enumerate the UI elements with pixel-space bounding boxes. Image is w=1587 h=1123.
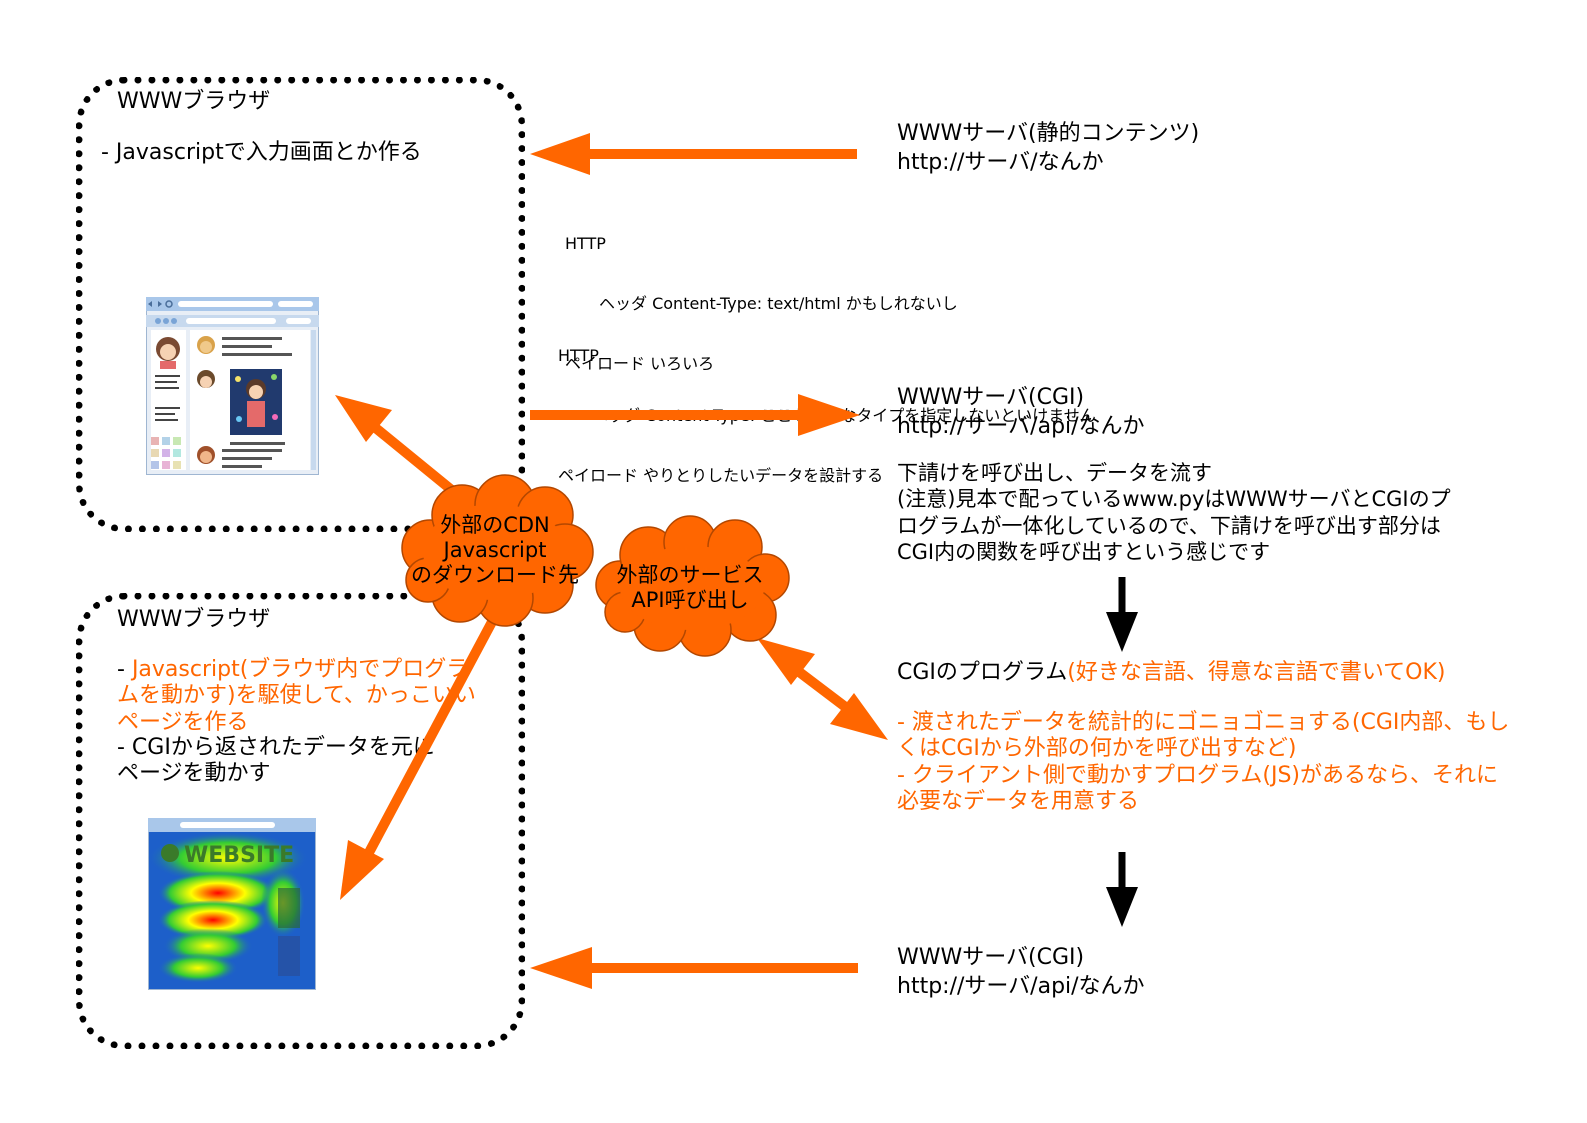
http-response-block: HTTP ヘッダ Content-Type: text/html かもしれないし… (565, 194, 958, 394)
browser-box-top (76, 77, 525, 532)
cgi-program-title-main: CGIのプログラム (897, 660, 1068, 685)
cgi-program-title-note: (好きな言語、得意な言語で書いてOK) (1067, 660, 1446, 685)
cgi-server-2-title: WWWサーバ(CGI) (897, 945, 1085, 970)
browser-top-line: - Javascriptで入力画面とか作る (101, 140, 422, 165)
arrow-browser-to-cgi-head (798, 394, 860, 436)
cloud-service-label: 外部のサービス API呼び出し (616, 563, 764, 613)
arrow-cgi-to-browser-head (530, 947, 592, 989)
http-response-protocol: HTTP (565, 234, 606, 253)
cloud-cdn-label: 外部のCDN Javascript のダウンロード先 (411, 513, 579, 588)
http-request-payload: ペイロード やりとりしたいデータを設計する (558, 466, 884, 485)
arrow-static-to-browser-head (530, 133, 590, 175)
http-request-protocol: HTTP (558, 346, 599, 365)
arrow-cdn-to-browser-bottom (360, 617, 498, 863)
arrow-service-cgi-head-a (757, 638, 815, 685)
cgi-server-1-note: 下請けを呼び出し、データを流す (注意)見本で配っているwww.pyはWWWサー… (897, 461, 1451, 564)
cgi-program-title: CGIのプログラム(好きな言語、得意な言語で書いてOK) (897, 660, 1446, 686)
cgi-server-1-title: WWWサーバ(CGI) (897, 385, 1085, 410)
arrow-cdn-to-browser-top-head (335, 395, 392, 442)
cgi-server-1-label: WWWサーバ(CGI) http://サーバ/api/なんか (897, 385, 1145, 441)
cgi-program-bullets: - 渡されたデータを統計的にゴニョゴニョする(CGI内部、もし くはCGIから外… (897, 710, 1510, 815)
heatmap-website-illustration: WEBSITE (148, 818, 316, 990)
http-response-payload: ペイロード いろいろ (565, 354, 715, 373)
cgi-server-1-url: http://サーバ/api/なんか (897, 414, 1145, 440)
browser-bottom-javascript-text: Javascript(ブラウザ内でプログラ ムを動かす)を駆使して、かっこいい … (117, 657, 476, 735)
browser-bottom-line1: - Javascript(ブラウザ内でプログラ ムを動かす)を駆使して、かっこい… (117, 657, 476, 736)
cgi-server-2-label: WWWサーバ(CGI) http://サーバ/api/なんか (897, 945, 1145, 1001)
arrow-cdn-to-browser-bottom-head (340, 840, 384, 900)
arrow-down-2-head (1106, 887, 1138, 927)
browser-box-bottom (76, 593, 525, 1049)
bullet-prefix: - (117, 657, 132, 682)
arrow-down-1-head (1106, 612, 1138, 652)
browser-bottom-title: WWWブラウザ (117, 607, 271, 632)
static-server-title: WWWサーバ(静的コンテンツ) (897, 121, 1200, 146)
static-server-label: WWWサーバ(静的コンテンツ) http://サーバ/なんか (897, 121, 1199, 177)
static-server-url: http://サーバ/なんか (897, 150, 1104, 176)
browser-top-title: WWWブラウザ (117, 89, 271, 114)
cloud-cdn (401, 474, 594, 627)
cloud-service (595, 515, 790, 657)
browser-bottom-line2: - CGIから返されたデータを元に ページを動かす (117, 735, 435, 787)
http-response-header: ヘッダ Content-Type: text/html かもしれないし (599, 294, 958, 313)
cgi-server-2-url: http://サーバ/api/なんか (897, 974, 1145, 1000)
heatmap-website-text: WEBSITE (184, 843, 294, 868)
arrow-service-cgi-head-b (830, 693, 888, 740)
browser-window-illustration (146, 297, 319, 475)
